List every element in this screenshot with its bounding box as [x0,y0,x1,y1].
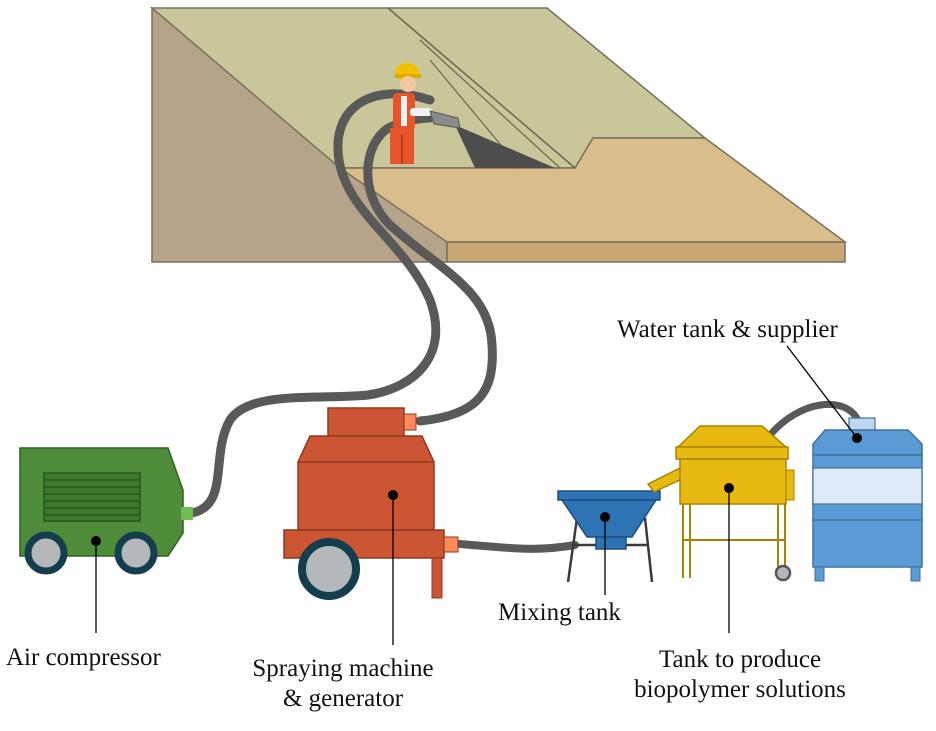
spraying-machine [283,407,459,645]
hose-water-to-biopolymer [766,401,862,439]
compressor-wheel-left [24,531,68,575]
biopolymer-chute [646,464,685,493]
slope-crease-line-2 [419,39,561,169]
hose-compressor-to-nozzle [187,89,441,518]
water-tank [786,345,923,582]
compressor-wheel-right [114,531,158,575]
slope-crease-line [387,7,576,169]
vent-slats [44,479,140,516]
label-spraying-line2: & generator [282,685,404,712]
label-biopolymer-line1: Tank to produce [658,646,822,673]
label-biopolymer-line2: biopolymer solutions [634,676,846,703]
sprayer-top-port [403,413,417,431]
biopolymer-side-tab [785,469,795,501]
biopolymer-caster-wheel [774,564,792,582]
label-spraying-machine: Spraying machine & generator [218,654,468,714]
worker-face [400,76,416,92]
sprayer-wheel [298,538,360,600]
label-air-compressor: Air compressor [6,644,161,671]
label-mixing-tank: Mixing tank [498,599,621,626]
water-tank-leader-line [786,345,858,439]
mixer-spout [595,536,627,550]
water-tank-leg-right [910,566,921,582]
biopolymer-tank [646,425,795,633]
label-biopolymer-tank: Tank to produce biopolymer solutions [600,645,880,705]
water-tank-band [812,467,923,505]
sprayer-leg [431,557,443,599]
biopolymer-body [679,458,787,505]
label-water-tank: Water tank & supplier [617,316,838,343]
worker-figure [390,63,461,164]
air-compressor [19,447,193,633]
spray-nozzle-icon [429,110,461,129]
mixer-rim [557,490,661,501]
spray-cone [455,125,555,168]
label-spraying-line1: Spraying machine [252,655,434,682]
water-tank-cap [848,417,876,431]
biopolymer-lid [676,425,788,448]
sprayer-top [327,407,405,437]
sprayer-body [297,435,435,531]
slope-terrain [149,6,848,263]
hose-sprayer-to-mixer [456,540,579,553]
water-tank-leg-left [814,566,825,582]
ground-front-edge [446,241,846,263]
biopolymer-lid-band [675,446,789,460]
compressor-outlet [181,507,193,520]
worker-arm [410,108,432,116]
worker-vest-stripe [401,96,407,126]
sprayer-outlet-port [443,536,459,553]
biopolymer-stand [682,504,786,578]
compressor-vent-grille [43,472,141,522]
mixing-tank [557,490,661,595]
water-tank-top [812,429,923,456]
